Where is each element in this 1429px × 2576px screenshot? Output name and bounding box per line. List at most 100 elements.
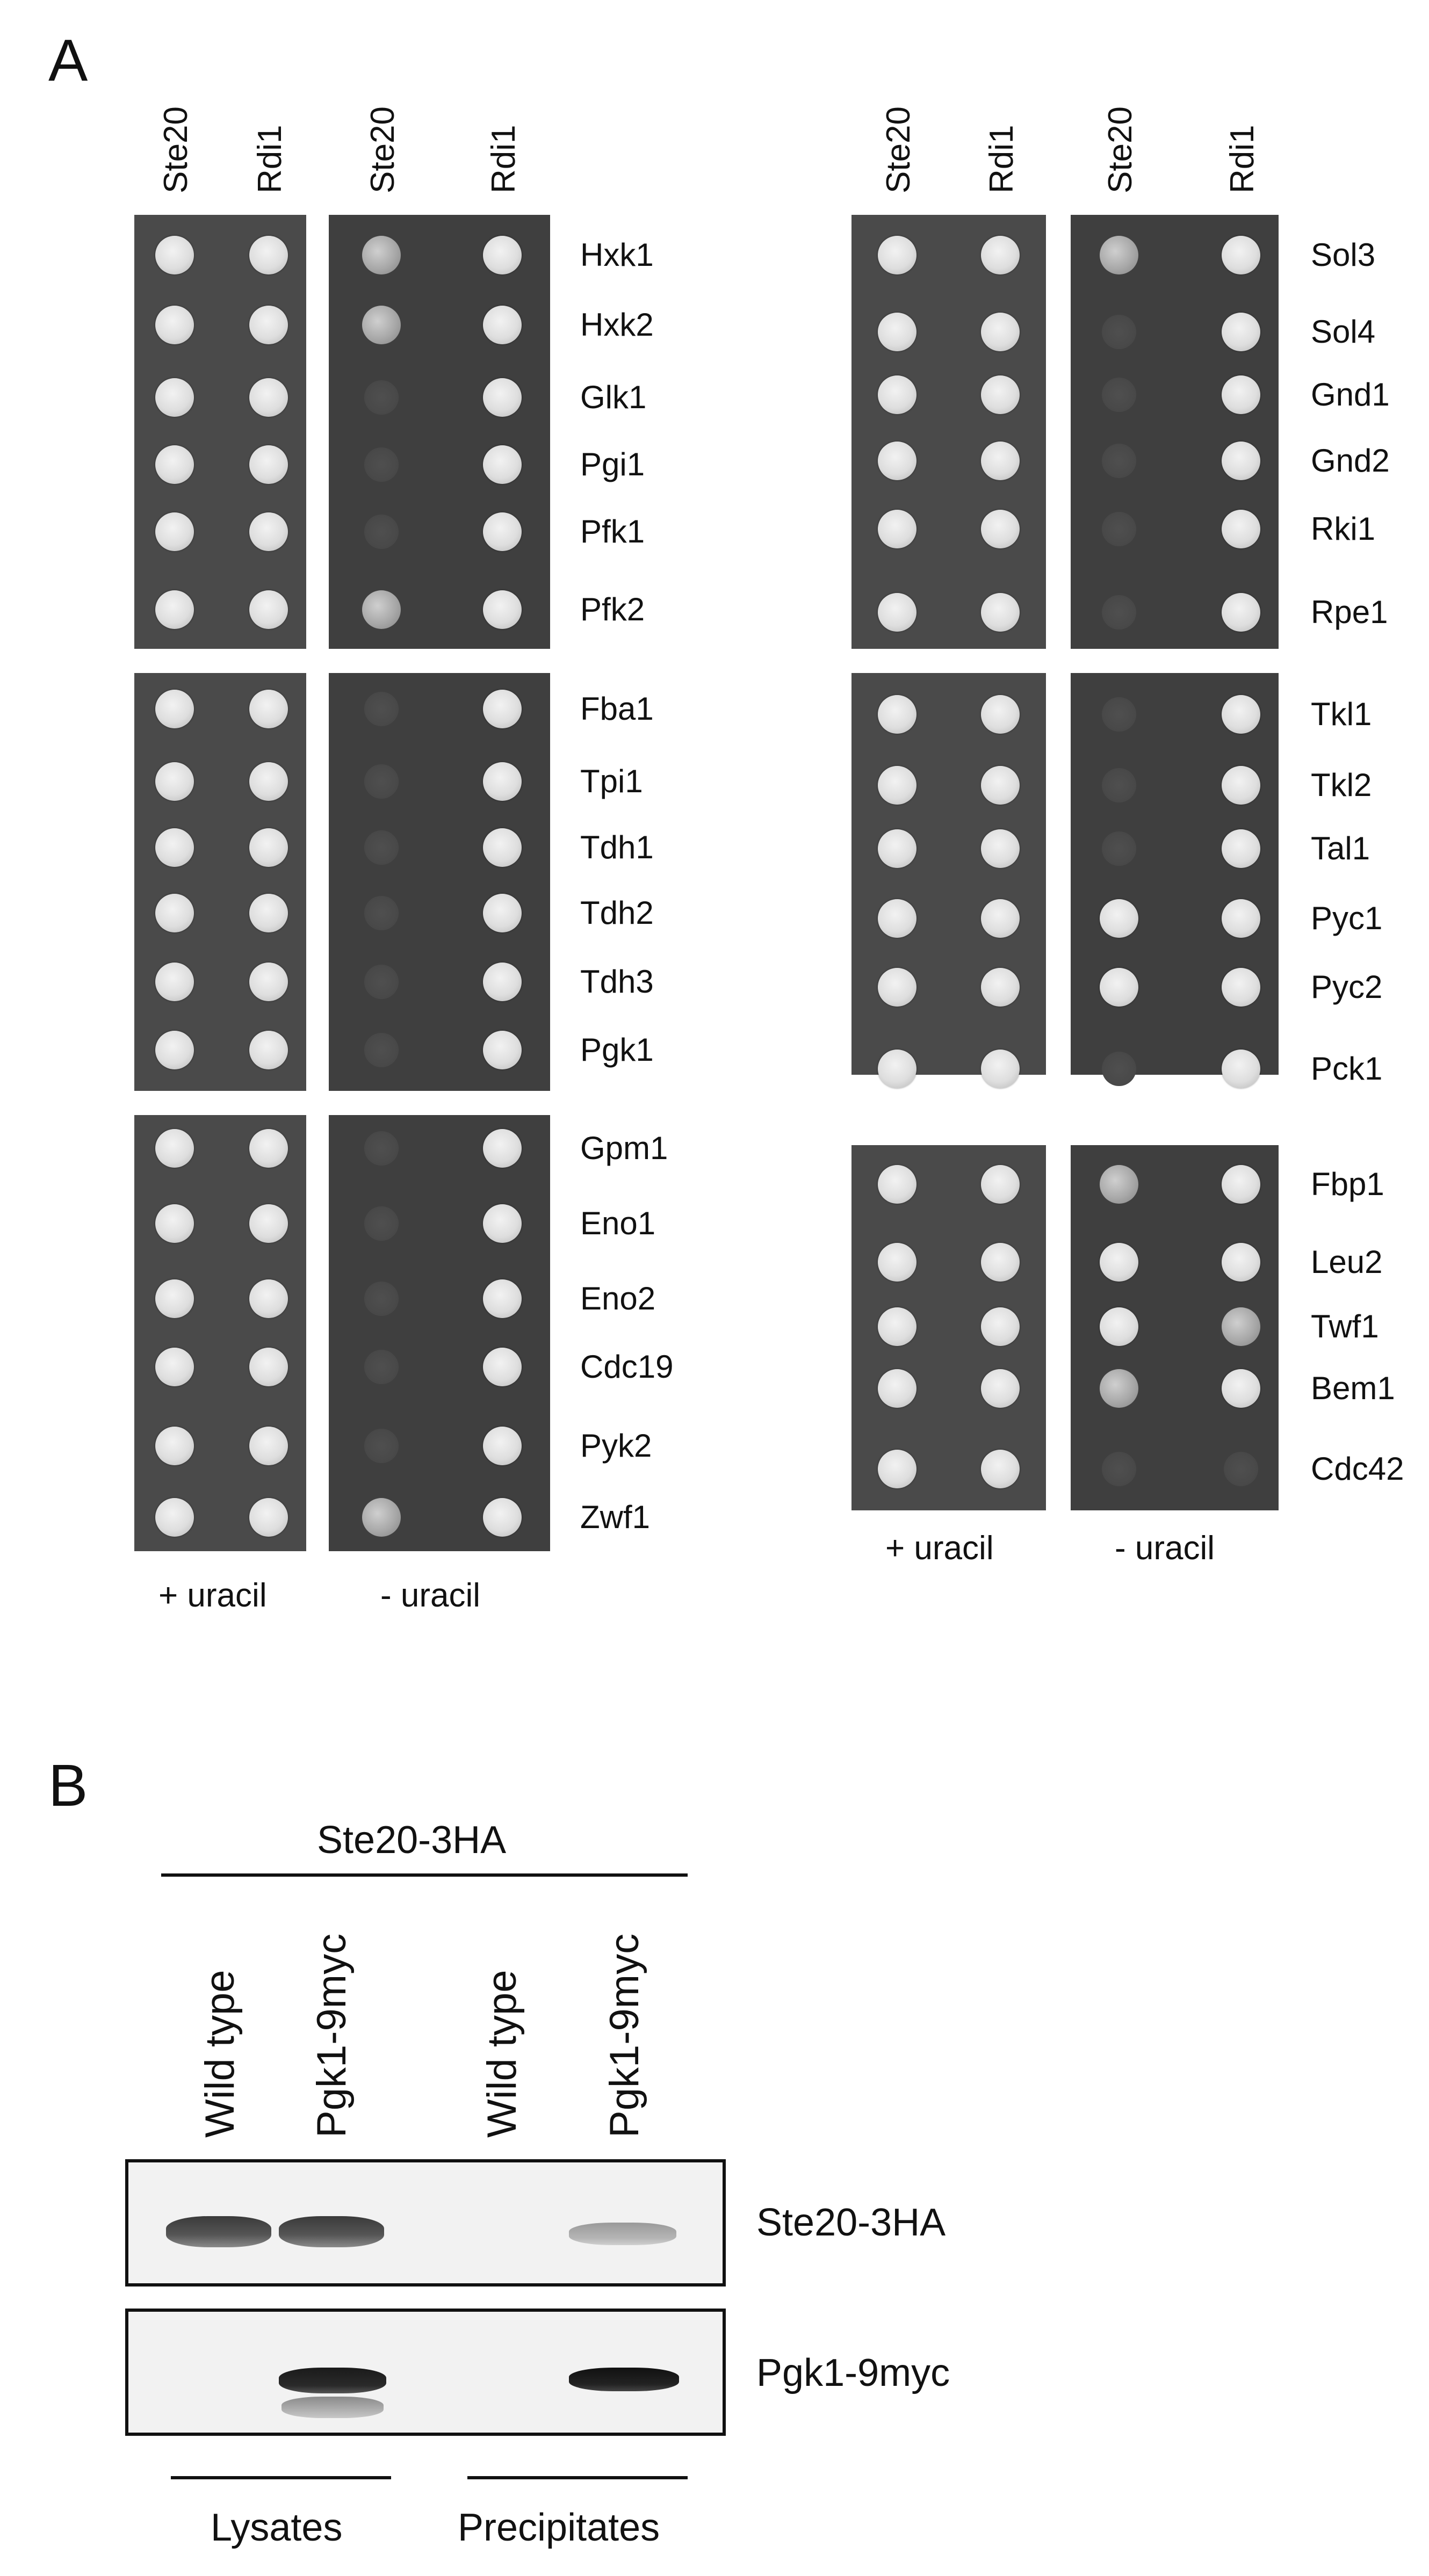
colony-minus-sol3-1 bbox=[1100, 236, 1138, 274]
row-label-sol3: Sol3 bbox=[1311, 237, 1376, 273]
row-label-tkl1: Tkl1 bbox=[1311, 696, 1372, 732]
colony-plus-eno1-1 bbox=[155, 1204, 194, 1243]
colony-minus-gnd2-1 bbox=[1102, 444, 1136, 478]
left-plate-minus-uracil-1 bbox=[329, 215, 550, 649]
row-label-tdh3: Tdh3 bbox=[580, 964, 654, 1000]
colony-minus-gpm1-1 bbox=[364, 1131, 399, 1166]
right-plate-plus-uracil-2 bbox=[851, 673, 1046, 1075]
colony-plus-fbp1-2 bbox=[981, 1165, 1020, 1204]
colony-minus-pgi1-1 bbox=[364, 447, 399, 482]
row-label-pck1: Pck1 bbox=[1311, 1051, 1383, 1087]
colony-plus-tkl1-2 bbox=[981, 695, 1020, 734]
colony-minus-glk1-1 bbox=[364, 380, 399, 415]
row-label-pgk1: Pgk1 bbox=[580, 1032, 654, 1068]
lysates-line bbox=[171, 2476, 391, 2479]
colony-minus-sol4-1 bbox=[1102, 315, 1136, 349]
colony-plus-pyc2-1 bbox=[878, 968, 916, 1007]
colony-minus-rki1-1 bbox=[1102, 512, 1136, 546]
row-label-pyc2: Pyc2 bbox=[1311, 969, 1383, 1005]
colony-plus-bem1-2 bbox=[981, 1369, 1020, 1408]
colony-minus-pyk2-1 bbox=[364, 1429, 399, 1463]
row-label-tkl2: Tkl2 bbox=[1311, 767, 1372, 803]
colony-plus-rki1-1 bbox=[878, 510, 916, 548]
colony-plus-pfk2-1 bbox=[155, 590, 194, 629]
colony-minus-zwf1-2 bbox=[483, 1498, 522, 1537]
row-label-fbp1: Fbp1 bbox=[1311, 1166, 1384, 1202]
colony-minus-hxk1-1 bbox=[362, 236, 401, 274]
left-plate-plus-uracil-3 bbox=[134, 1115, 306, 1551]
colony-minus-zwf1-1 bbox=[362, 1498, 401, 1537]
colony-plus-tal1-1 bbox=[878, 829, 916, 868]
left-plate-minus-uracil-2 bbox=[329, 673, 550, 1091]
colony-minus-eno1-1 bbox=[364, 1206, 399, 1241]
colony-plus-tdh3-1 bbox=[155, 963, 194, 1001]
colony-plus-hxk2-1 bbox=[155, 306, 194, 344]
band-ste20-lane2 bbox=[279, 2216, 384, 2247]
colony-minus-fbp1-2 bbox=[1222, 1165, 1260, 1204]
colony-plus-pyc1-2 bbox=[981, 899, 1020, 938]
colony-minus-pyc2-2 bbox=[1222, 968, 1260, 1007]
colony-plus-tdh1-1 bbox=[155, 828, 194, 867]
colony-minus-cdc42-1 bbox=[1102, 1452, 1136, 1486]
right-condition-minus-uracil: - uracil bbox=[1115, 1530, 1215, 1567]
colony-plus-leu2-2 bbox=[981, 1243, 1020, 1282]
colony-plus-rpe1-1 bbox=[878, 593, 916, 632]
colony-minus-tdh1-2 bbox=[483, 828, 522, 867]
colony-plus-fba1-1 bbox=[155, 690, 194, 728]
colony-minus-sol4-2 bbox=[1222, 313, 1260, 351]
row-label-rpe1: Rpe1 bbox=[1311, 594, 1388, 630]
row-label-pyc1: Pyc1 bbox=[1311, 900, 1383, 936]
colony-minus-tal1-1 bbox=[1102, 831, 1136, 866]
colony-plus-gpm1-2 bbox=[249, 1129, 288, 1168]
panel-b-letter: B bbox=[48, 1753, 88, 1819]
colony-minus-bem1-1 bbox=[1100, 1369, 1138, 1408]
colony-plus-rpe1-2 bbox=[981, 593, 1020, 632]
band-ste20-lane1 bbox=[166, 2216, 271, 2247]
left-strain-label-4: Rdi1 bbox=[485, 125, 522, 193]
right-strain-label-2: Rdi1 bbox=[983, 125, 1020, 193]
colony-plus-pgi1-2 bbox=[249, 445, 288, 484]
row-label-bem1: Bem1 bbox=[1311, 1370, 1395, 1406]
colony-plus-sol4-2 bbox=[981, 313, 1020, 351]
colony-plus-bem1-1 bbox=[878, 1369, 916, 1408]
row-label-zwf1: Zwf1 bbox=[580, 1499, 651, 1535]
colony-plus-gnd1-1 bbox=[878, 375, 916, 414]
colony-minus-fbp1-1 bbox=[1100, 1165, 1138, 1204]
colony-minus-hxk2-1 bbox=[362, 306, 401, 344]
colony-minus-gnd2-2 bbox=[1222, 442, 1260, 480]
colony-minus-pck1-2 bbox=[1222, 1050, 1260, 1088]
colony-plus-twf1-2 bbox=[981, 1307, 1020, 1346]
colony-minus-leu2-1 bbox=[1100, 1243, 1138, 1282]
colony-minus-eno2-1 bbox=[364, 1282, 399, 1316]
colony-plus-cdc19-2 bbox=[249, 1348, 288, 1386]
row-label-leu2: Leu2 bbox=[1311, 1244, 1383, 1280]
colony-minus-tkl2-2 bbox=[1222, 766, 1260, 805]
colony-plus-tkl1-1 bbox=[878, 695, 916, 734]
colony-plus-eno2-1 bbox=[155, 1279, 194, 1318]
colony-plus-pyk2-2 bbox=[249, 1427, 288, 1465]
colony-plus-tal1-2 bbox=[981, 829, 1020, 868]
colony-minus-tdh2-2 bbox=[483, 894, 522, 932]
right-strain-label-4: Rdi1 bbox=[1224, 125, 1261, 193]
colony-plus-tpi1-1 bbox=[155, 762, 194, 801]
colony-plus-tkl2-2 bbox=[981, 766, 1020, 805]
colony-plus-gnd2-2 bbox=[981, 442, 1020, 480]
colony-minus-twf1-1 bbox=[1100, 1307, 1138, 1346]
row-label-gnd1: Gnd1 bbox=[1311, 377, 1390, 413]
blot-header-label: Ste20-3HA bbox=[317, 1819, 507, 1862]
row-label-gpm1: Gpm1 bbox=[580, 1130, 668, 1166]
colony-plus-pfk1-1 bbox=[155, 512, 194, 551]
row-label-hxk1: Hxk1 bbox=[580, 237, 654, 273]
colony-plus-sol4-1 bbox=[878, 313, 916, 351]
colony-minus-bem1-2 bbox=[1222, 1369, 1260, 1408]
colony-plus-pfk2-2 bbox=[249, 590, 288, 629]
colony-plus-pyc1-1 bbox=[878, 899, 916, 938]
band-ste20-lane4 bbox=[569, 2223, 676, 2245]
colony-minus-tdh2-1 bbox=[364, 896, 399, 930]
row-label-eno1: Eno1 bbox=[580, 1205, 656, 1241]
left-plate-plus-uracil-2 bbox=[134, 673, 306, 1091]
colony-plus-gnd2-1 bbox=[878, 442, 916, 480]
precipitates-line bbox=[467, 2476, 688, 2479]
colony-plus-cdc42-2 bbox=[981, 1450, 1020, 1488]
colony-plus-fba1-2 bbox=[249, 690, 288, 728]
